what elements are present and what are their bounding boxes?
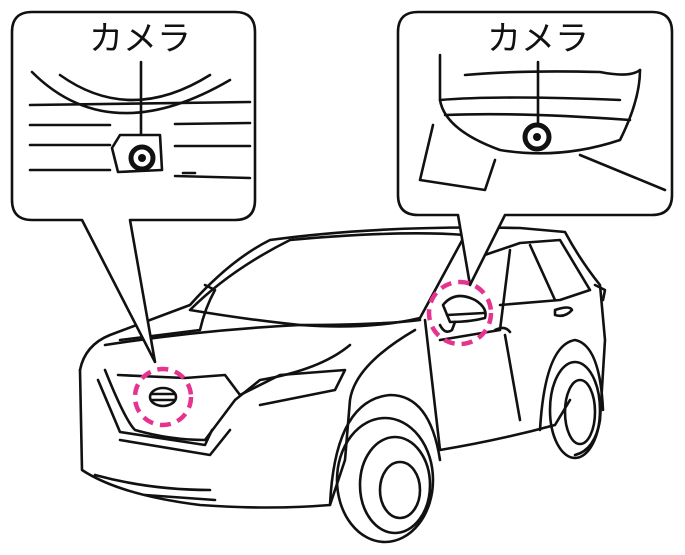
mirror-camera-highlight [426,279,494,347]
front-camera-highlight [132,366,194,428]
camera-label-front: カメラ [89,19,191,59]
car-illustration [78,226,607,544]
camera-label-mirror: カメラ [487,19,589,59]
callout-front-camera: カメラ [10,10,257,364]
callout-mirror-camera: カメラ [396,10,674,287]
